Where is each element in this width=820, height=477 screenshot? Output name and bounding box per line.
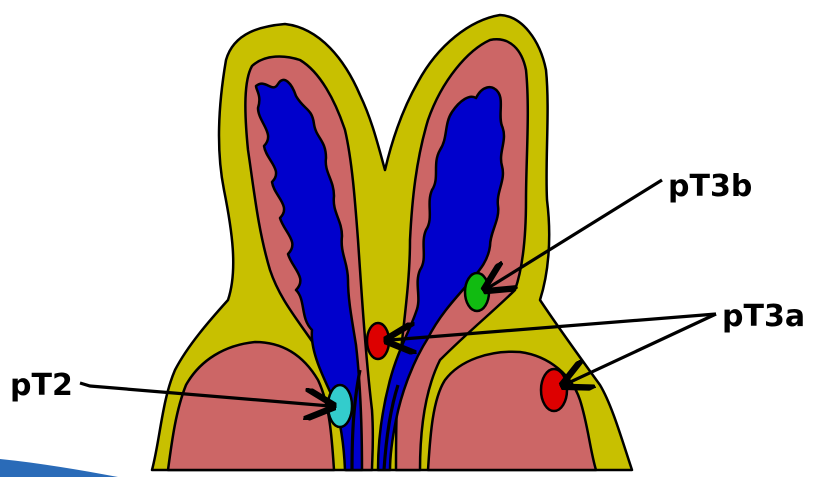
- label-pT3a: pT3a: [722, 299, 805, 334]
- tumor-pT3b: [465, 273, 489, 311]
- tumor-pT3a-right: [541, 369, 567, 411]
- slide-corner-accent: [0, 459, 118, 477]
- label-pT2: pT2: [10, 368, 73, 403]
- label-pT3b: pT3b: [668, 169, 752, 204]
- tumor-pT3a-central: [367, 323, 389, 359]
- tumor-pT2: [328, 385, 352, 427]
